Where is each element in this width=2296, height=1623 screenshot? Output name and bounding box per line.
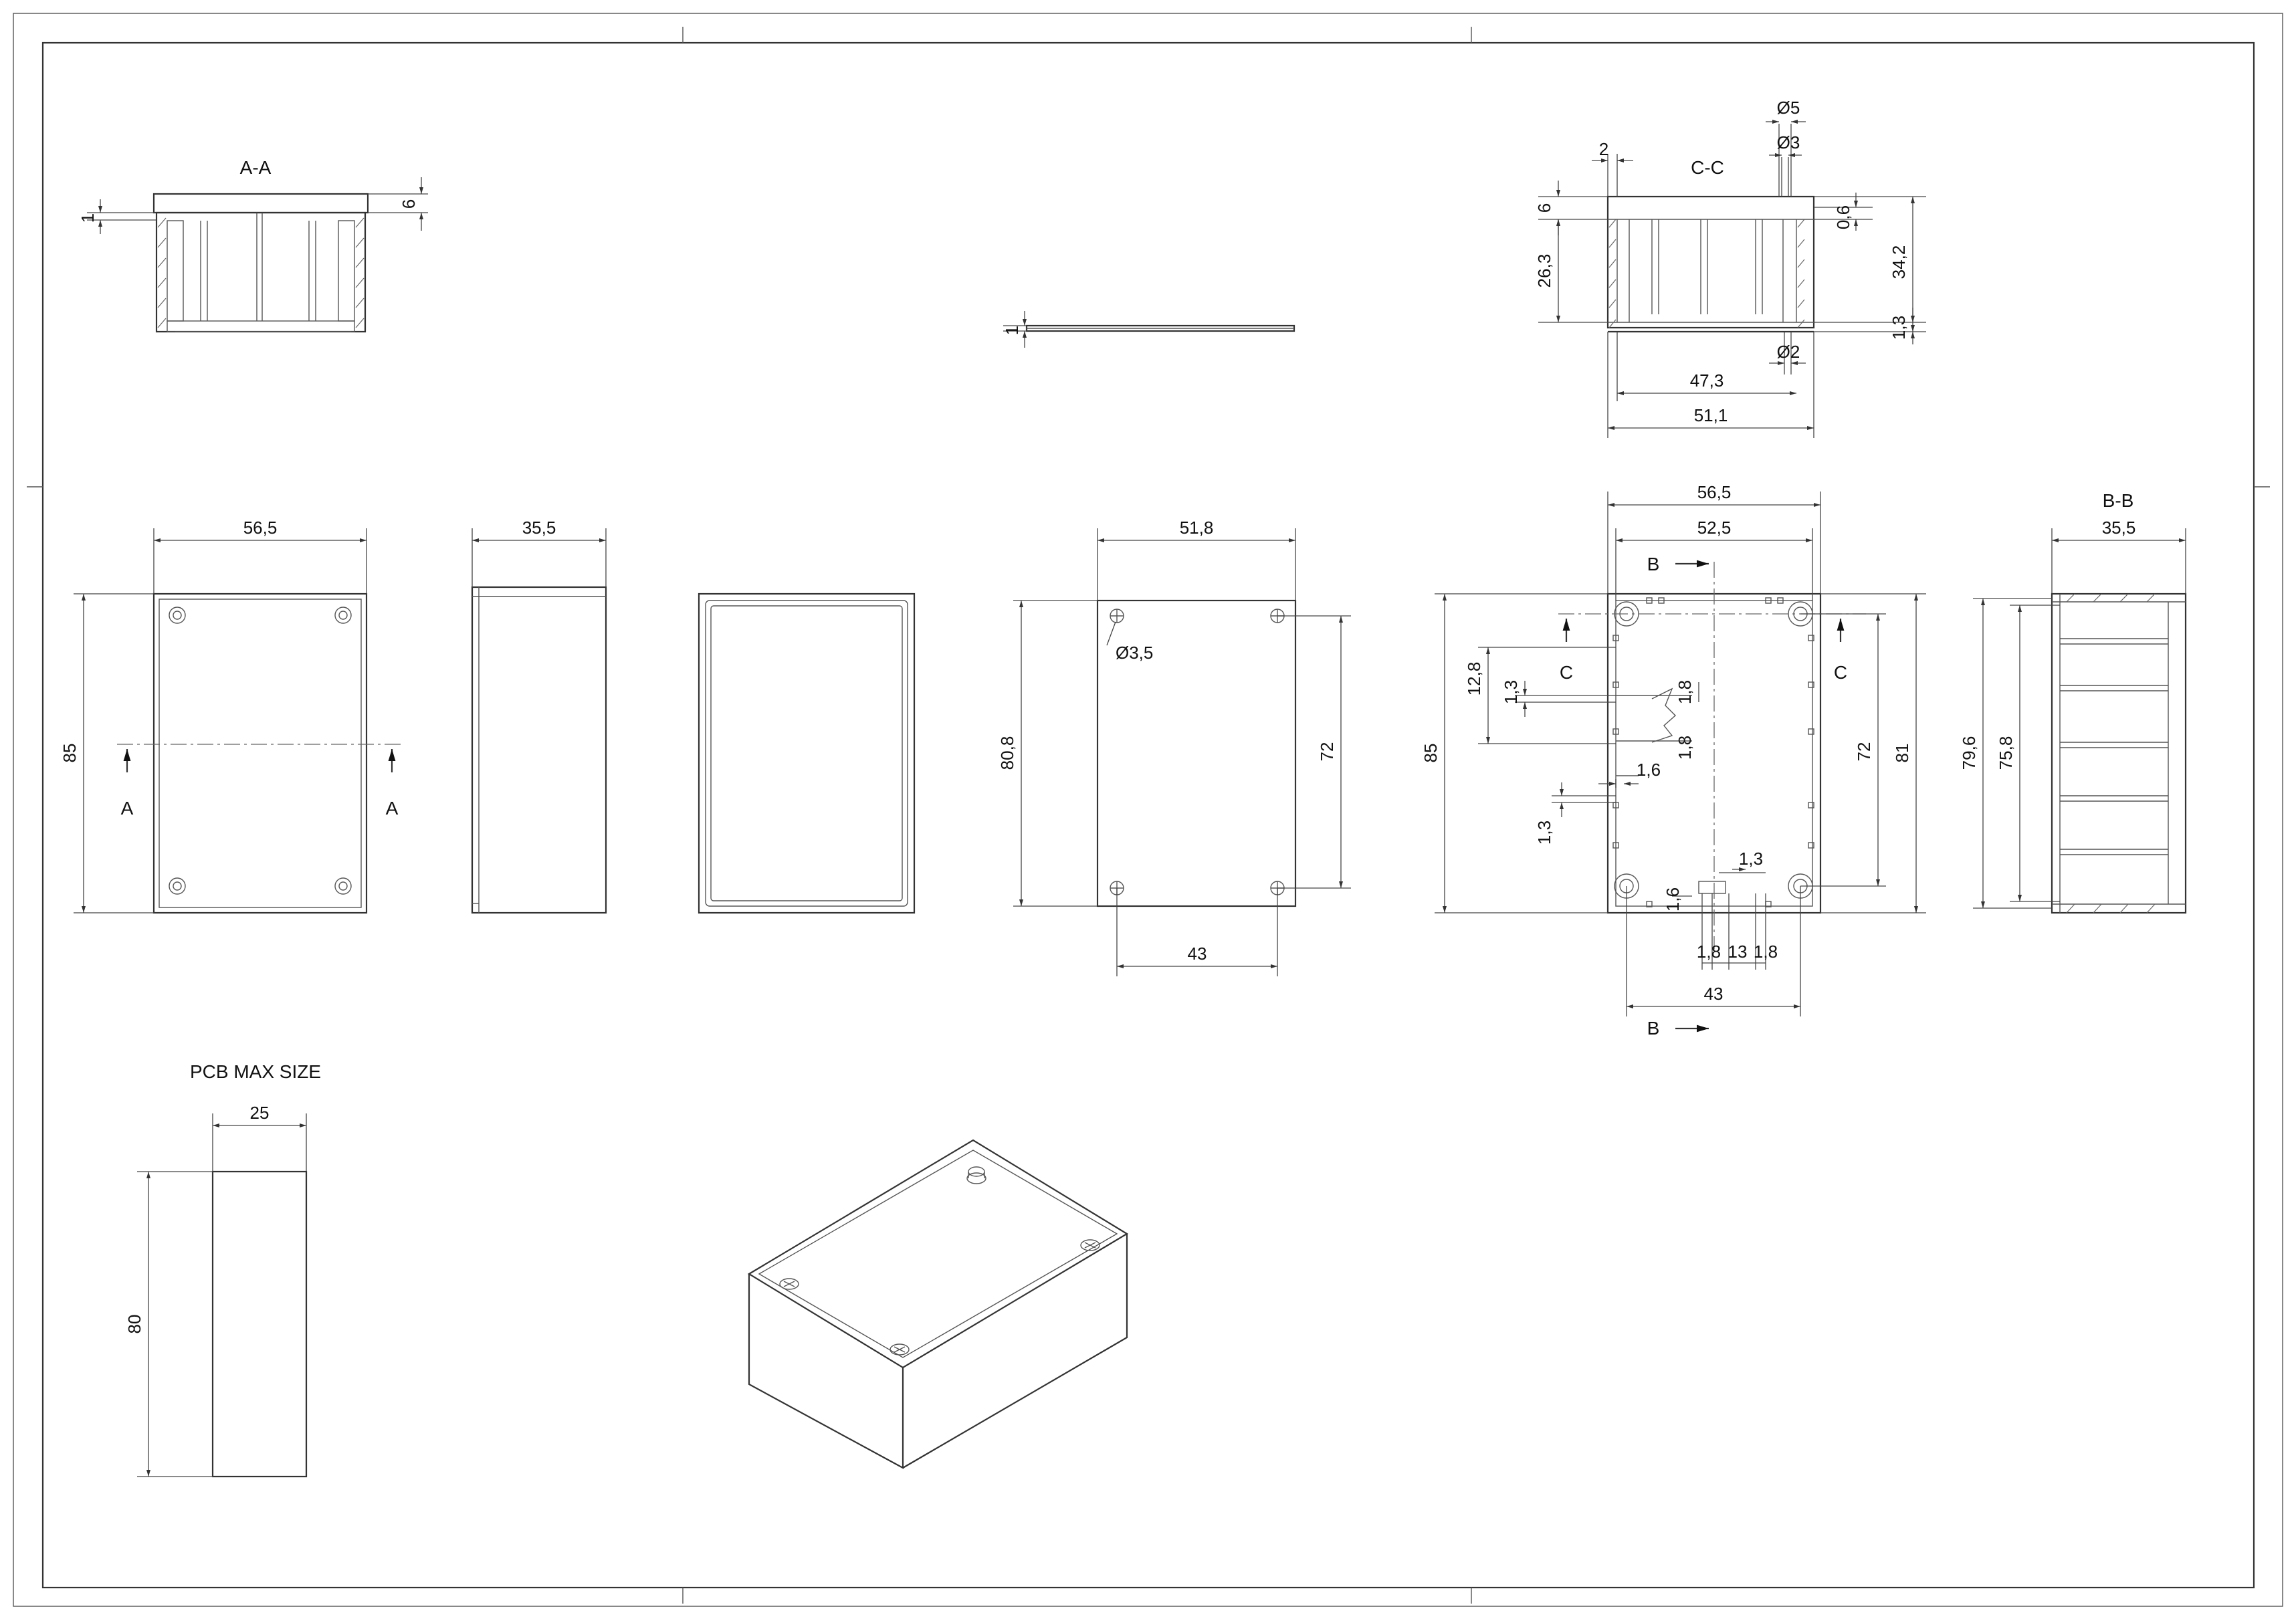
dim-lid-72: 72 (1317, 742, 1337, 762)
lid-holes-view: Ø3,5 51,8 80,8 72 43 (997, 518, 1351, 976)
section-mark-a-right: A (386, 798, 399, 819)
dim-80-8: 80,8 (997, 736, 1017, 770)
dim-int-1-3-a: 1,3 (1501, 680, 1521, 704)
dim-int-85: 85 (1421, 744, 1441, 763)
dim-int-1-6: 1,6 (1663, 887, 1683, 911)
dim-75-8: 75,8 (1996, 736, 2016, 770)
section-mark-c-right: C (1834, 662, 1847, 683)
dim-1-8-d: 1,8 (1754, 942, 1778, 962)
section-title-b-b: B-B (2103, 490, 2134, 511)
dim-80: 80 (124, 1315, 144, 1334)
dim-1: 1 (78, 213, 98, 223)
dim-6: 6 (399, 199, 419, 209)
dim-12-8: 12,8 (1464, 662, 1484, 696)
box-interior-view: B B C C 56,5 52,5 85 12,8 1,3 1,3 (1421, 482, 1926, 1039)
dim-0-6: 0,6 (1833, 205, 1853, 229)
dim-85: 85 (60, 744, 80, 763)
dim-25: 25 (250, 1103, 270, 1123)
dim-int-1-3-c: 1,3 (1739, 849, 1763, 869)
dim-1-8-a: 1,8 (1675, 680, 1695, 704)
section-mark-a-left: A (121, 798, 134, 819)
box-side-view: 35,5 (471, 518, 607, 914)
dim-2: 2 (1599, 139, 1608, 159)
dim-b-35-5: 35,5 (2102, 518, 2136, 538)
dim-int-56-5: 56,5 (1697, 482, 1732, 502)
dim-int-43: 43 (1704, 984, 1724, 1004)
section-title-c-c: C-C (1691, 157, 1724, 178)
dim-lid-43: 43 (1188, 944, 1207, 964)
dim-phi3: Ø3 (1777, 132, 1800, 152)
isometric-view (747, 1139, 1129, 1469)
dim-34-2: 34,2 (1889, 245, 1909, 280)
dim-phi5: Ø5 (1777, 98, 1800, 118)
dim-1-8-b: 1,8 (1675, 736, 1695, 760)
dim-56-5: 56,5 (243, 518, 278, 538)
dim-81: 81 (1892, 744, 1912, 763)
dim-phi2: Ø2 (1777, 342, 1800, 362)
dim-47-3: 47,3 (1690, 370, 1724, 391)
pcb-max-size-view: PCB MAX SIZE 25 80 (124, 1061, 321, 1478)
pcb-title: PCB MAX SIZE (190, 1061, 321, 1082)
dim-52-5: 52,5 (1697, 518, 1732, 538)
dim-1-6: 1,6 (1637, 760, 1661, 780)
dim-c-1-3: 1,3 (1889, 316, 1909, 340)
section-view-c-c: C-C 2 Ø5 (1534, 98, 1926, 438)
dim-1-8-c: 1,8 (1697, 942, 1721, 962)
dim-26-3: 26,3 (1534, 254, 1554, 288)
section-title-a-a: A-A (240, 157, 272, 178)
section-view-a-a: A-A 1 6 (78, 157, 428, 333)
dim-79-6: 79,6 (1959, 736, 1979, 770)
dim-13: 13 (1728, 942, 1748, 962)
dim-phi3-5: Ø3,5 (1116, 643, 1153, 663)
dim-51-8: 51,8 (1180, 518, 1214, 538)
section-mark-c-left: C (1560, 662, 1573, 683)
section-view-b-b: B-B 35,5 79,6 75,8 (1959, 490, 2187, 914)
section-mark-b-top: B (1647, 554, 1660, 574)
dim-side-35-5: 35,5 (522, 518, 556, 538)
lid-front-view (698, 592, 916, 914)
dim-int-1-3-b: 1,3 (1534, 821, 1554, 845)
dim-lid-thickness: 1 (1002, 326, 1022, 335)
lid-side-view: 1 (1002, 311, 1295, 348)
section-mark-b-bottom: B (1647, 1018, 1660, 1039)
sheet-border (13, 13, 2283, 1607)
dim-int-72: 72 (1854, 742, 1874, 762)
box-top-view: A A 56,5 85 (60, 518, 405, 914)
dim-c-6: 6 (1534, 203, 1554, 213)
dim-51-1: 51,1 (1694, 405, 1728, 425)
